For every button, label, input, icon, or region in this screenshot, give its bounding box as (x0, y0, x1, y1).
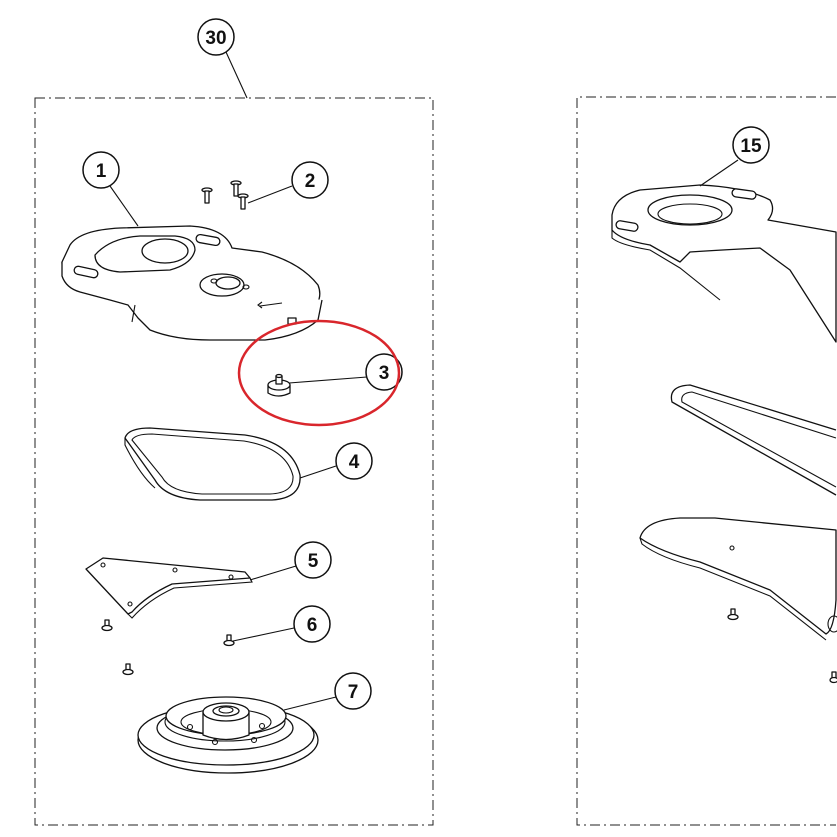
callout-7-label: 7 (348, 682, 359, 703)
part-6-bolts (101, 619, 235, 676)
highlight-circle-part-3 (237, 319, 401, 427)
callout-30-label: 30 (205, 28, 226, 49)
callout-4-label: 4 (349, 452, 360, 473)
callout-3-label: 3 (379, 363, 390, 384)
callout-1[interactable]: 1 (82, 151, 120, 189)
callout-1-label: 1 (96, 161, 107, 182)
part-2-screws (201, 180, 249, 210)
assembly-30-frame (34, 97, 434, 826)
callout-3-circle (365, 353, 403, 391)
callout-4-leader (299, 465, 337, 479)
part-15-arm (611, 184, 837, 343)
callout-4-circle (335, 442, 373, 480)
callout-5-leader (249, 565, 297, 581)
callout-4[interactable]: 4 (335, 442, 373, 480)
assembly-15-frame (576, 96, 836, 826)
callout-2[interactable]: 2 (291, 161, 329, 199)
part-7-pulley (137, 696, 319, 774)
callout-2-label: 2 (305, 171, 316, 192)
callout-1-leader (109, 185, 139, 227)
callout-7-leader (283, 696, 337, 711)
callout-15-leader (699, 159, 739, 187)
part-4-belt (124, 427, 301, 501)
callout-7[interactable]: 7 (334, 672, 372, 710)
callout-15-circle (732, 126, 770, 164)
callout-2-leader (247, 185, 293, 204)
callout-15[interactable]: 15 (732, 126, 770, 164)
callout-30-leader (225, 51, 248, 99)
callout-30-circle (197, 18, 235, 56)
callout-30[interactable]: 30 (197, 18, 235, 56)
callout-5[interactable]: 5 (294, 541, 332, 579)
callout-5-label: 5 (308, 551, 319, 572)
part-3-bumper (267, 373, 291, 397)
right-belt (670, 384, 837, 496)
callout-6[interactable]: 6 (293, 605, 331, 643)
callout-3-leader (288, 376, 368, 384)
part-5-deflector (85, 557, 253, 619)
callout-7-circle (334, 672, 372, 710)
callout-6-circle (293, 605, 331, 643)
callout-15-label: 15 (740, 136, 762, 157)
callout-1-circle (82, 151, 120, 189)
callout-5-circle (294, 541, 332, 579)
callout-6-leader (232, 627, 295, 642)
part-1-top-plate (61, 225, 323, 341)
right-deflector (639, 517, 837, 641)
right-bolts (727, 608, 837, 684)
callout-2-circle (291, 161, 329, 199)
callout-3[interactable]: 3 (365, 353, 403, 391)
callout-6-label: 6 (307, 615, 318, 636)
